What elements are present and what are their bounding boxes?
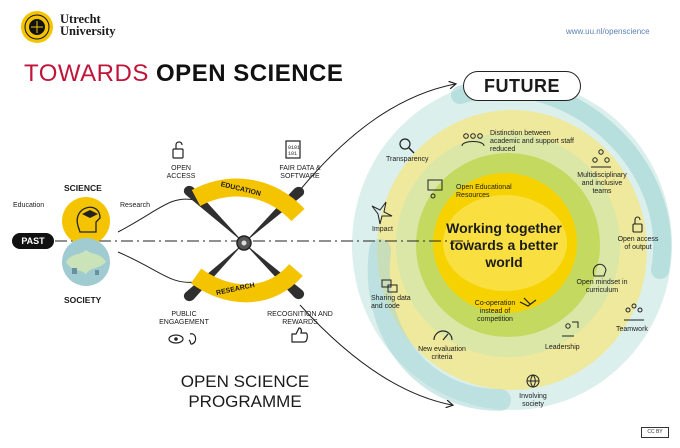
arrow-to-future bbox=[299, 84, 455, 191]
head-profile-icon bbox=[592, 263, 607, 277]
svg-text:0101: 0101 bbox=[288, 145, 300, 151]
title-part1: TOWARDS bbox=[24, 60, 157, 87]
team-icon bbox=[591, 149, 611, 168]
propeller bbox=[183, 178, 305, 303]
presenter-icon bbox=[427, 179, 443, 199]
handshake-icon bbox=[519, 297, 537, 307]
university-seal-icon bbox=[21, 11, 53, 43]
university-name: Utrecht University bbox=[60, 12, 116, 38]
center-message: Working together towards a better world bbox=[446, 220, 562, 270]
new-evaluation-label: New evaluation criteria bbox=[418, 346, 466, 361]
science-connector bbox=[117, 198, 196, 233]
multidisciplinary-label: Multidisciplinary and inclusive teams bbox=[577, 172, 627, 195]
involving-society-label: Involving society bbox=[519, 393, 547, 408]
impact-burst-icon bbox=[371, 201, 393, 225]
education-label: Education bbox=[13, 202, 45, 209]
leadership-label: Leadership bbox=[545, 344, 580, 351]
science-label: SCIENCE bbox=[64, 183, 102, 193]
distinction-label: Distinction between academic and support… bbox=[490, 130, 574, 153]
arrow-to-programme bbox=[299, 304, 452, 405]
society-connector bbox=[117, 251, 196, 283]
cooperation-label: Co-operation instead of competition bbox=[474, 300, 516, 323]
fair-data-label: FAIR DATA & SOFTWARE bbox=[279, 165, 321, 180]
society-globe-icon bbox=[62, 238, 110, 286]
page-title: TOWARDS OPEN SCIENCE bbox=[24, 60, 343, 88]
university-name-line2: University bbox=[60, 24, 116, 38]
recognition-label: RECOGNITION AND REWARDS bbox=[267, 311, 333, 326]
open-lock-icon-output bbox=[632, 216, 643, 233]
open-edu-label: Open Educational Resources bbox=[456, 184, 512, 199]
programme-title: OPEN SCIENCE PROGRAMME bbox=[180, 372, 310, 411]
svg-text:101: 101 bbox=[288, 151, 297, 157]
past-label: PAST bbox=[12, 233, 54, 249]
open-science-link[interactable]: www.uu.nl/openscience bbox=[566, 27, 650, 36]
research-label: Research bbox=[120, 202, 150, 209]
open-access-label: OPEN ACCESS bbox=[166, 165, 196, 180]
spiral-swirl bbox=[352, 78, 672, 411]
society-label: SOCIETY bbox=[64, 295, 102, 305]
open-access-output-label: Open access of output bbox=[617, 236, 659, 251]
teamwork-label: Teamwork bbox=[616, 326, 648, 333]
magnifier-icon bbox=[399, 138, 415, 154]
globe-hands-icon bbox=[526, 374, 540, 388]
teamwork-icon bbox=[624, 303, 644, 321]
public-engagement-label: PUBLIC ENGAGEMENT bbox=[159, 311, 209, 326]
license-badge: CC BY bbox=[641, 427, 669, 438]
title-part2: OPEN SCIENCE bbox=[156, 60, 344, 87]
future-label: FUTURE bbox=[463, 71, 581, 101]
sharing-label: Sharing data and code bbox=[371, 295, 411, 310]
leadership-icon bbox=[562, 321, 579, 337]
transparency-label: Transparency bbox=[386, 156, 429, 163]
open-lock-icon bbox=[172, 141, 184, 159]
science-head-icon bbox=[62, 197, 110, 245]
impact-label: Impact bbox=[372, 226, 394, 233]
eye-ear-icon bbox=[168, 333, 197, 345]
open-mindset-label: Open mindset in curriculum bbox=[576, 279, 628, 294]
people-group-icon bbox=[461, 133, 485, 147]
gauge-icon bbox=[433, 330, 453, 341]
thumbs-up-icon bbox=[291, 327, 308, 343]
binary-document-icon: 0101 101 bbox=[285, 140, 301, 159]
university-name-line1: Utrecht bbox=[60, 12, 101, 26]
shared-screens-icon bbox=[381, 279, 398, 293]
